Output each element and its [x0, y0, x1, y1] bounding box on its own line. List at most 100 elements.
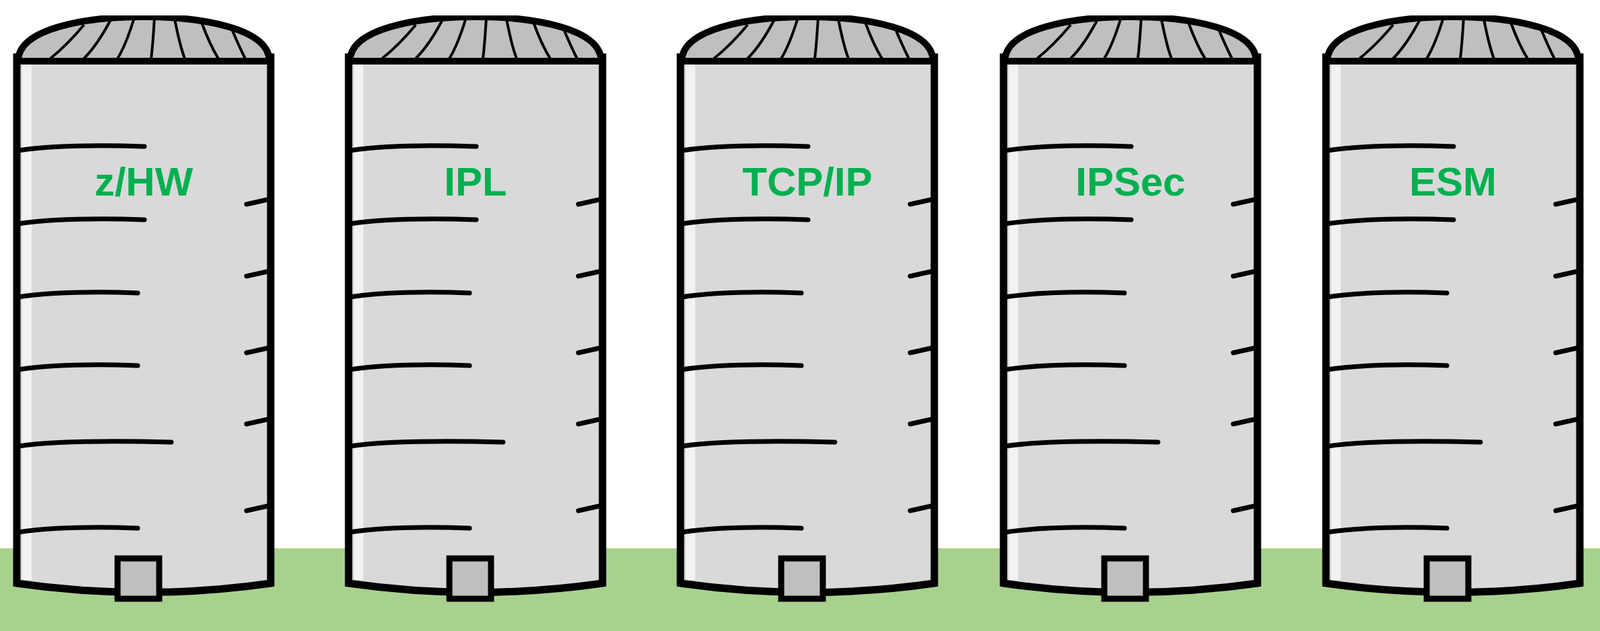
dome-rib: [117, 17, 135, 59]
dome-rib: [1218, 28, 1232, 59]
ladder-rung: [1327, 145, 1454, 151]
silo-tick: [910, 505, 935, 511]
silo-node: IPL: [341, 15, 610, 604]
silo-label: z/HW: [10, 159, 278, 205]
silo-highlight: [353, 62, 364, 580]
silo-tick: [1233, 347, 1258, 353]
ladder-rung: [1004, 145, 1132, 151]
silo-tick: [1233, 198, 1258, 205]
silo-tick: [578, 198, 603, 205]
silo-dome: [681, 16, 933, 62]
silo-tick: [246, 505, 271, 511]
silo-node: IPSec: [996, 15, 1265, 604]
dome-rib: [1161, 18, 1172, 59]
silo-body: [1325, 57, 1580, 593]
ladder-rung: [1327, 364, 1447, 370]
dome-rib: [747, 19, 775, 59]
ladder-rung: [1004, 364, 1125, 370]
silo-tick: [1555, 270, 1580, 277]
silo-shape: [673, 15, 942, 604]
dome-rib: [781, 17, 798, 59]
dome-rib: [1070, 19, 1098, 59]
silo-tick: [578, 347, 603, 353]
silo-dome: [349, 16, 602, 62]
dome-rib: [231, 28, 246, 59]
ladder-rung: [349, 218, 477, 224]
silo-door: [781, 558, 823, 599]
dome-rib: [83, 19, 111, 59]
silo-label: TCP/IP: [673, 159, 942, 205]
silo-tick: [910, 347, 935, 353]
dome-rib: [201, 22, 219, 59]
silo-shape: [996, 15, 1265, 604]
silo-highlight: [685, 62, 696, 580]
silo-tick: [1555, 198, 1580, 205]
silo-tick: [1233, 505, 1258, 511]
dome-rib: [1104, 17, 1122, 59]
ladder-rung: [349, 364, 470, 370]
silo-door: [1104, 558, 1146, 599]
silo-tick: [246, 198, 271, 205]
silo-highlight: [1008, 62, 1019, 580]
silo-tick: [910, 418, 935, 424]
silo-label: IPL: [341, 159, 610, 205]
silo-dome: [1327, 16, 1579, 62]
ladder-rung: [18, 218, 145, 224]
dome-rib: [382, 24, 416, 59]
silo-tick: [910, 270, 935, 277]
ladder-rung: [1327, 218, 1454, 224]
dome-rib: [50, 24, 84, 59]
dome-rib: [482, 17, 487, 59]
dome-rib: [415, 19, 443, 59]
silo-body: [1003, 57, 1258, 593]
dome-rib: [1037, 24, 1071, 59]
silo-shape: [10, 15, 278, 604]
ladder-rung: [349, 527, 470, 532]
silo-highlight: [22, 62, 32, 580]
ladder-rung: [18, 527, 138, 532]
ladder-rung: [18, 145, 145, 151]
silo-tick: [246, 347, 271, 353]
ladder-rung: [681, 145, 809, 151]
dome-rib: [506, 18, 517, 59]
ladder-rung: [18, 441, 172, 447]
ladder-rung: [1327, 441, 1481, 447]
ladder-rung: [349, 441, 504, 447]
silo-tick: [1555, 418, 1580, 424]
dome-rib: [1460, 17, 1464, 59]
dome-rib: [1137, 17, 1142, 59]
ladder-rung: [18, 292, 138, 297]
silo-tick: [246, 418, 271, 424]
ladder-rung: [1004, 292, 1125, 297]
ladder-rung: [1004, 441, 1159, 447]
silo-tick: [1555, 347, 1580, 353]
silo-tick: [1233, 270, 1258, 277]
silo-shape: [1319, 15, 1587, 604]
dome-rib: [1510, 22, 1528, 59]
ladder-rung: [18, 364, 138, 370]
silo-tick: [578, 270, 603, 277]
dome-rib: [1483, 18, 1494, 59]
dome-rib: [1393, 19, 1420, 59]
ladder-rung: [1327, 527, 1447, 532]
silo-tick: [578, 418, 603, 424]
dome-rib: [533, 22, 551, 59]
silo-body: [680, 57, 935, 593]
silo-dome: [1004, 16, 1257, 62]
ladder-rung: [1004, 218, 1132, 224]
silo-tick: [1555, 505, 1580, 511]
silo-body: [16, 57, 271, 593]
silo-shape: [341, 15, 610, 604]
dome-rib: [449, 17, 467, 59]
silo-label: IPSec: [996, 159, 1265, 205]
silo-tick: [578, 505, 603, 511]
ladder-rung: [681, 441, 835, 447]
silo-door: [449, 558, 492, 599]
silo-node: z/HW: [10, 15, 278, 604]
dome-rib: [714, 24, 748, 59]
silo-label: ESM: [1319, 159, 1587, 205]
dome-rib: [1359, 24, 1394, 59]
ladder-rung: [681, 218, 809, 224]
dome-rib: [814, 17, 819, 59]
silo-door: [117, 558, 160, 599]
